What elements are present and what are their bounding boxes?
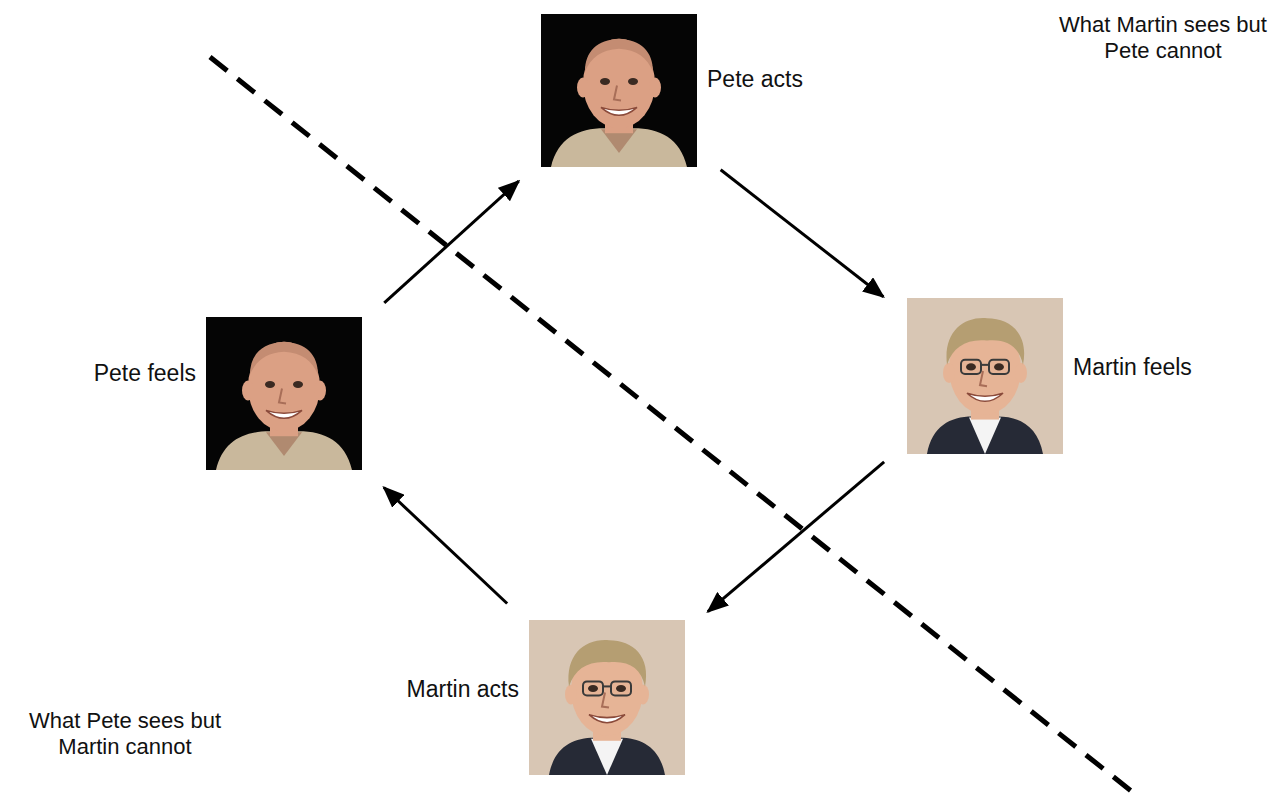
portrait-node: Pete acts [541,14,697,167]
ear [943,363,955,383]
portrait-photo [529,620,685,775]
eye [994,363,1004,370]
arrow-connector [384,487,507,603]
node-label: Martin acts [407,675,519,703]
face [583,39,655,128]
smile [967,393,1003,401]
eye [966,363,976,370]
shirt [551,128,687,167]
ear [1015,363,1027,383]
ear [242,381,254,401]
eye [616,685,626,692]
portrait-photo [541,14,697,167]
photo-background [206,317,362,470]
photo-background [907,298,1063,454]
hair [250,342,318,375]
side-note: What Martin sees but Pete cannot [1058,12,1268,64]
node-label: Pete feels [94,359,196,387]
nose [602,692,609,707]
hair [568,640,646,686]
jacket [927,417,1043,454]
shirt [591,739,623,775]
portrait-photo [907,298,1063,454]
shirt [969,418,1001,454]
portrait-node: Martin acts [529,620,685,775]
glasses [961,360,981,374]
side-note: What Pete sees but Martin cannot [20,708,230,760]
eye [600,78,610,85]
smile [601,107,637,115]
ear [565,684,577,704]
jacket [549,738,665,775]
ear [577,78,589,98]
glasses [611,681,631,695]
glasses [989,360,1009,374]
portrait-photo [206,317,362,470]
photo-background [541,14,697,167]
face [248,342,320,431]
nose [279,389,286,404]
eye [293,381,303,388]
node-label: Martin feels [1073,353,1192,381]
hair [585,39,653,72]
eye [628,78,638,85]
nose [980,371,987,386]
arrow-connector [708,462,884,612]
ear [314,381,326,401]
shirt [216,431,352,470]
glasses [583,681,603,695]
glasses [603,685,611,687]
node-label: Pete acts [707,65,803,93]
eye [588,685,598,692]
eye [265,381,275,388]
photo-background [529,620,685,775]
arrow-connector [721,170,884,297]
portrait-node: Martin feels [907,298,1063,454]
smile [266,410,302,418]
smile [589,715,625,723]
glasses [981,364,989,366]
arrow-connector [384,181,519,303]
ear [649,78,661,98]
ear [637,684,649,704]
hair [946,318,1024,365]
nose [614,86,621,101]
portrait-node: Pete feels [206,317,362,470]
